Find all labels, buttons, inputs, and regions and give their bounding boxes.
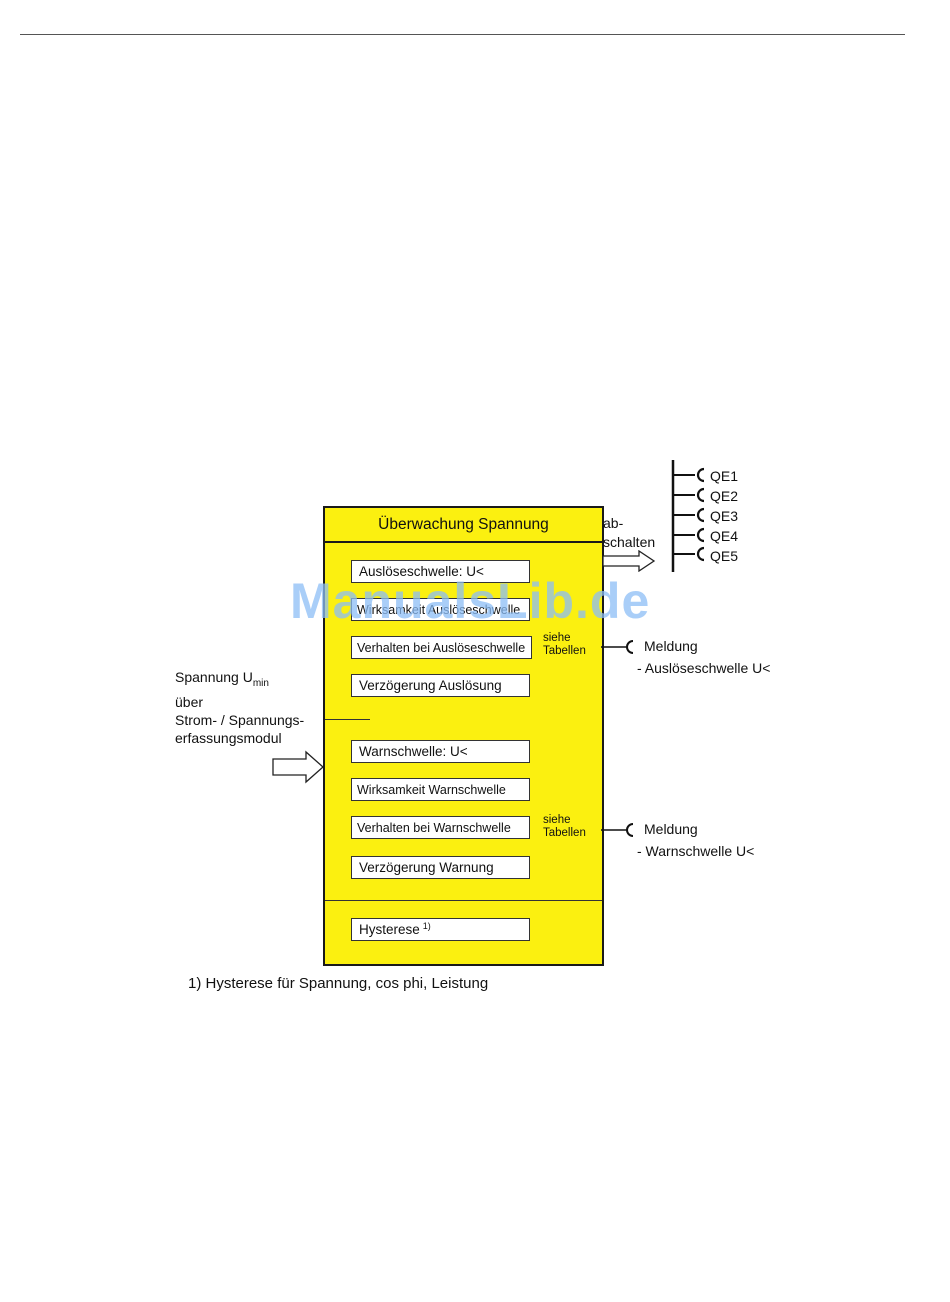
output-qe5: QE5 (710, 548, 739, 564)
param-warn-threshold: Warnschwelle: U< (351, 740, 530, 763)
param-trip-delay: Verzögerung Auslösung (351, 674, 530, 697)
group-separator-line (325, 719, 370, 720)
input-label: Spannung Umin über Strom- / Spannungs- e… (175, 668, 304, 747)
param-trip-behavior: Verhalten bei Auslöseschwelle (351, 636, 532, 659)
header-rule (20, 34, 905, 35)
footnote: 1) Hysterese für Spannung, cos phi, Leis… (188, 975, 489, 992)
watermark: ManualsLib.de (290, 573, 651, 629)
output-qe2: QE2 (710, 488, 739, 504)
trip-tabellen: Tabellen (543, 645, 586, 657)
param-warn-delay: Verzögerung Warnung (351, 856, 530, 879)
input-line-4: erfassungsmodul (175, 729, 282, 746)
warn-message-detail: - Warnschwelle U< (637, 843, 755, 859)
output-qe4: QE4 (710, 528, 739, 544)
output-labels: QE1 QE2 QE3 QE4 QE5 (710, 466, 738, 566)
warn-siehe: siehe (543, 814, 571, 826)
abschalten-label: ab- schalten (603, 514, 655, 552)
param-warn-behavior: Verhalten bei Warnschwelle (351, 816, 530, 839)
hysteresis-footnote-mark: 1) (422, 920, 431, 931)
input-arrow-icon (272, 750, 324, 784)
voltage-monitoring-block: Überwachung Spannung Auslöseschwelle: U<… (323, 506, 604, 966)
abschalten-line-1: ab- (603, 515, 624, 531)
abschalten-line-2: schalten (603, 534, 656, 550)
trip-message-title: Meldung (644, 638, 698, 654)
trip-message-detail: - Auslöseschwelle U< (637, 660, 771, 676)
block-title: Überwachung Spannung (325, 508, 602, 543)
trip-siehe: siehe (543, 632, 571, 644)
param-warn-effectiveness: Wirksamkeit Warnschwelle (351, 778, 530, 801)
input-line-2: über (175, 693, 204, 710)
warn-message-title: Meldung (644, 821, 698, 837)
output-qe1: QE1 (710, 468, 739, 484)
output-bus (671, 460, 695, 572)
trip-see-tables: siehe Tabellen (543, 632, 586, 658)
hysteresis-label: Hysterese (359, 922, 420, 937)
param-trip-threshold: Auslöseschwelle: U< (351, 560, 530, 583)
trip-message-contact-icon (601, 640, 634, 654)
output-qe3: QE3 (710, 508, 739, 524)
input-line-3: Strom- / Spannungs- (175, 711, 305, 728)
warn-message-contact-icon (601, 823, 634, 837)
param-trip-effectiveness: Wirksamkeit Auslöseschwelle (351, 598, 530, 621)
input-line-1-sub: min (252, 677, 269, 689)
warn-tabellen: Tabellen (543, 827, 586, 839)
input-line-1: Spannung U (175, 669, 253, 685)
hysteresis-divider (325, 900, 602, 901)
abschalten-arrow-icon (602, 550, 656, 572)
output-contacts-icon (696, 467, 705, 562)
warn-see-tables: siehe Tabellen (543, 814, 586, 840)
